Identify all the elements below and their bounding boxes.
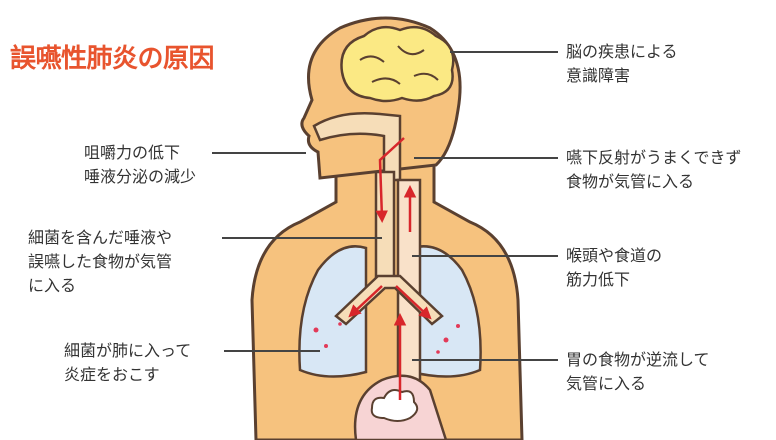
label-throat-muscle: 喉頭や食道の 筋力低下	[566, 244, 662, 292]
brain	[341, 27, 453, 101]
trachea	[376, 172, 394, 280]
label-bacteria-saliva: 細菌を含んだ唾液や 誤嚥した食物が気管 に入る	[28, 226, 172, 298]
diagram-title: 誤嚥性肺炎の原因	[10, 38, 214, 75]
label-brain-disease: 脳の疾患による 意識障害	[566, 40, 678, 88]
label-swallow-reflex: 嚥下反射がうまくできず 食物が気管に入る	[566, 146, 742, 194]
label-reflux: 胃の食物が逆流して 気管に入る	[566, 348, 710, 396]
label-chewing-decline: 咀嚼力の低下 唾液分泌の減少	[84, 141, 196, 189]
label-lung-infection: 細菌が肺に入って 炎症をおこす	[64, 339, 191, 387]
